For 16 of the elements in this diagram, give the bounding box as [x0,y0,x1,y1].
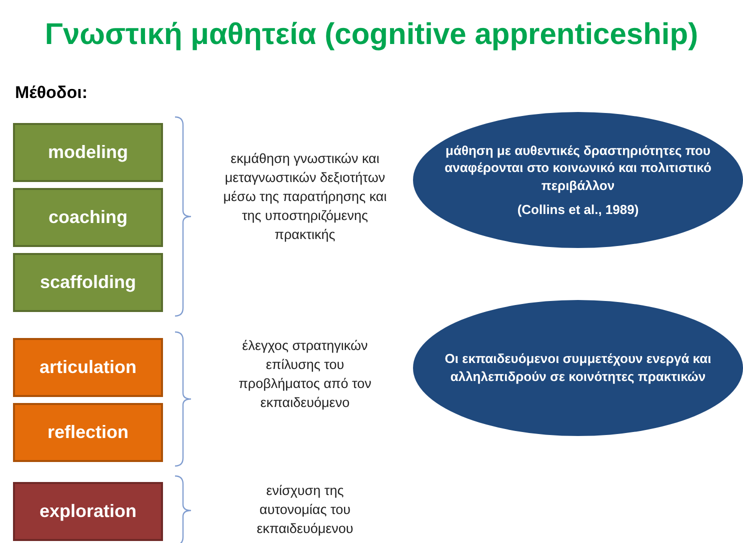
section-heading: Μέθοδοι: [15,83,88,103]
info-ellipse [413,112,743,248]
description-text: εκμάθηση γνωστικών και μεταγνωστικών δεξιοτήτων μέσω της παρατήρησης και της υποστηριζόμενης πρακτικής [222,150,388,244]
method-box: coaching [13,188,163,247]
citation-text: (Collins et al., 1989) [517,200,639,218]
method-box: exploration [13,482,163,541]
ellipse-text: Οι εκπαιδευόμενοι συμμετέχουν ενεργά και αλληλεπιδρούν σε κοινότητες πρακτικών [444,350,712,386]
method-box: modeling [13,123,163,182]
method-box: scaffolding [13,253,163,312]
description-text: ενίσχυση της αυτονομίας του εκπαιδευόμενου [256,482,354,538]
info-ellipse [413,300,743,436]
ellipse-text: μάθηση με αυθεντικές δραστηριότητες που αναφέρονται στο κοινωνικό και πολιτιστικό περιβάλλον [444,142,712,195]
method-box: articulation [13,338,163,397]
method-box: reflection [13,403,163,462]
title: Γνωστική μαθητεία (cognitive apprenticeship) [44,18,700,52]
description-text: έλεγχος στρατηγικών επίλυσης του προβλήματος από τον εκπαιδευόμενο [238,337,372,412]
